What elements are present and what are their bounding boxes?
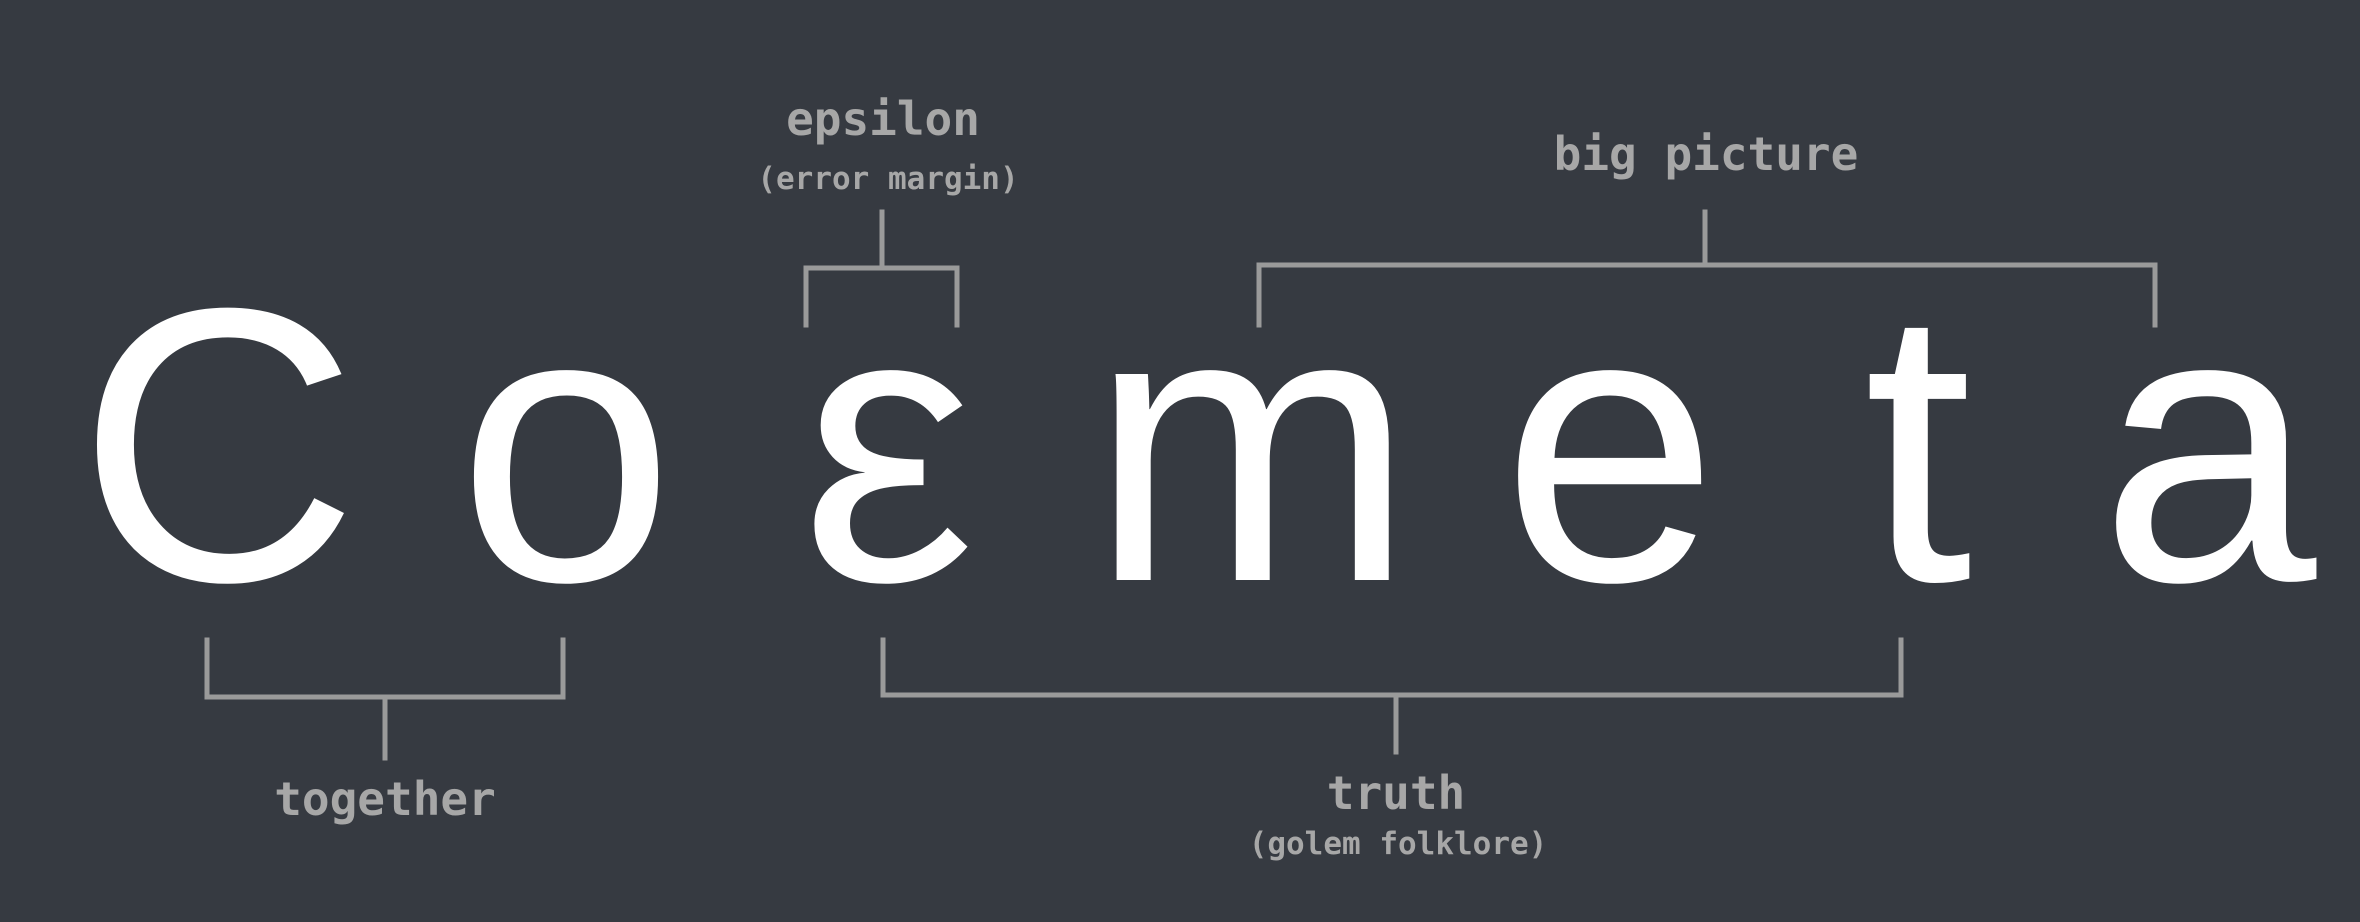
epsilon-sublabel: (error margin) <box>757 161 1018 197</box>
together-bracket <box>204 637 566 761</box>
big-picture-label: big picture <box>1554 127 1859 181</box>
letter-o: o <box>458 227 675 663</box>
epsilon-annotation: epsilon (error margin) <box>757 92 1019 328</box>
epsilon-label: epsilon <box>786 92 980 146</box>
letter-epsilon: ε <box>801 227 975 663</box>
letter-m: m <box>1090 227 1415 663</box>
truth-label: truth <box>1327 766 1465 820</box>
big-picture-annotation: big picture <box>1256 127 2158 328</box>
together-annotation: together <box>204 637 566 826</box>
letter-e: e <box>1502 227 1719 663</box>
truth-bracket <box>880 637 1904 755</box>
epsilon-bracket <box>803 209 960 328</box>
word: C o ε m e t a <box>77 227 2319 663</box>
letter-c: C <box>77 227 359 663</box>
letter-a: a <box>2100 227 2319 663</box>
big-picture-bracket <box>1256 209 2158 328</box>
letter-t: t <box>1864 227 1974 663</box>
truth-annotation: truth (golem folklore) <box>880 637 1904 862</box>
truth-sublabel: (golem folklore) <box>1249 826 1548 862</box>
together-label: together <box>274 772 496 826</box>
